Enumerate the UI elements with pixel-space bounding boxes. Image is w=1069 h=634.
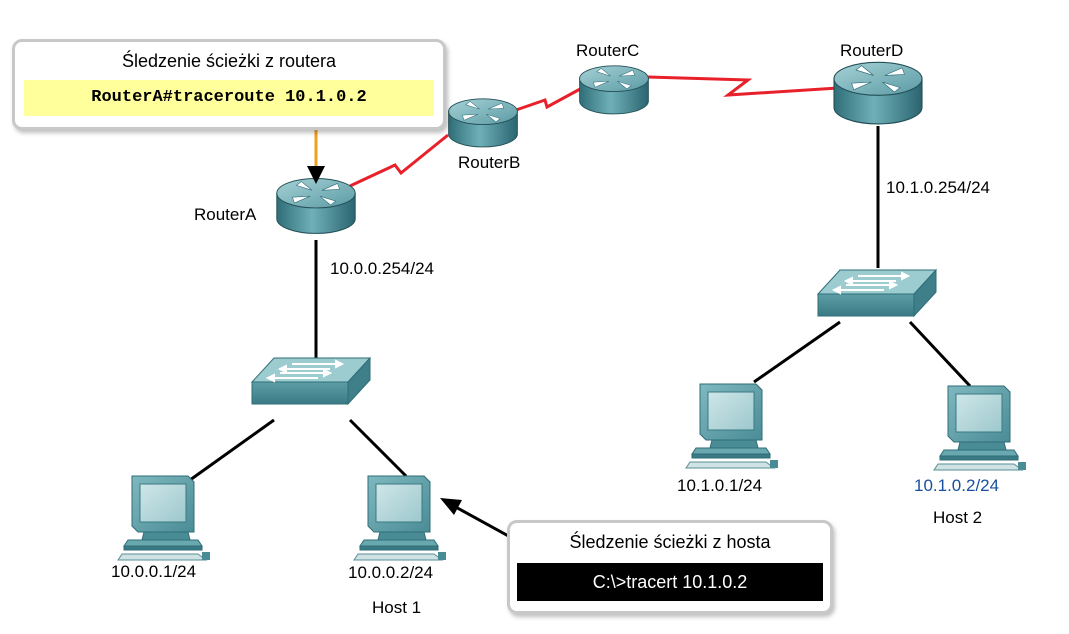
router-traceroute-command: RouterA#traceroute 10.1.0.2	[24, 80, 434, 116]
host1-label: Host 1	[372, 598, 422, 617]
wan-link-a-b	[349, 133, 449, 188]
router-icon	[833, 61, 923, 125]
router-icon	[276, 178, 356, 234]
link-switch-host2	[908, 320, 972, 388]
pc-icon	[117, 475, 211, 561]
switch-icon	[251, 357, 371, 405]
host2-label: Host 2	[933, 508, 983, 527]
router-a-label: RouterA	[194, 205, 257, 224]
arrow-head-icon	[440, 498, 462, 515]
host-callout-title: Śledzenie ścieżki z hosta	[569, 532, 771, 552]
arrow-head-icon	[307, 166, 325, 184]
host-tracert-command: C:\>tracert 10.1.0.2	[517, 563, 823, 601]
router-d-lan-address: 10.1.0.254/24	[886, 178, 990, 197]
host2-address: 10.1.0.2/24	[914, 476, 1000, 495]
router-a-lan-address: 10.0.0.254/24	[330, 259, 434, 278]
router-icon	[448, 98, 518, 148]
link-switch-pc2	[753, 320, 841, 384]
switch-icon	[817, 269, 937, 317]
host-callout-arrow	[451, 503, 513, 540]
wan-link-c-d	[647, 75, 839, 97]
pc-icon	[353, 475, 447, 561]
pc-icon	[933, 385, 1027, 471]
router-traceroute-callout: Śledzenie ścieżki z routera RouterA#trac…	[12, 39, 446, 130]
router-c-label: RouterC	[576, 41, 640, 60]
link-switch-host1	[348, 418, 408, 478]
wan-link-b-c	[515, 86, 583, 112]
host-tracert-callout: Śledzenie ścieżki z hosta C:\>tracert 10…	[507, 520, 833, 614]
pc-right-address: 10.1.0.1/24	[677, 476, 763, 495]
link-switch-pc1	[189, 418, 275, 482]
router-callout-title: Śledzenie ścieżki z routera	[121, 51, 337, 71]
router-b-label: RouterB	[458, 153, 521, 172]
pc-icon	[685, 383, 779, 469]
pc-left-address: 10.0.0.1/24	[111, 562, 197, 581]
host1-address: 10.0.0.2/24	[348, 563, 434, 582]
router-icon	[579, 65, 649, 115]
router-d-label: RouterD	[840, 41, 904, 60]
